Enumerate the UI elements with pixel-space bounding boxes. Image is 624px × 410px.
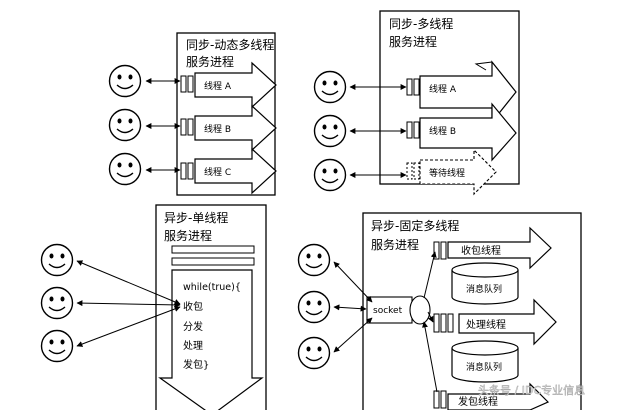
- socket-label: socket: [373, 306, 403, 316]
- socket-bar: [171, 245, 255, 254]
- client-smiley-icon: [297, 290, 331, 324]
- connection-arrow: [76, 300, 181, 308]
- panel-subtitle: 服务进程: [164, 228, 212, 243]
- queue-cylinder: [451, 348, 519, 383]
- socket-port: [180, 75, 187, 93]
- connection-arrow: [76, 260, 181, 305]
- return-arrow: [474, 61, 493, 71]
- panel-title: 同步-动态多线程: [186, 37, 274, 52]
- panel-subtitle: 服务进程: [186, 54, 234, 69]
- thread-label: 线程 A: [204, 80, 232, 92]
- client-smiley-icon: [297, 243, 331, 277]
- panel-sync-multi: 同步-多线程 服务进程 线程 A 线程 B 等待线程: [313, 10, 520, 196]
- code-line: 分发: [183, 320, 203, 333]
- panel-subtitle: 服务进程: [389, 34, 437, 49]
- send-thread: 发包线程: [433, 382, 550, 410]
- message-queue-2: 消息队列: [451, 340, 519, 383]
- queue-cylinder-top: [451, 340, 519, 356]
- socket-port: [406, 121, 413, 139]
- thread-arrow-shape: [447, 382, 550, 410]
- socket-port: [440, 313, 447, 333]
- thread-label: 线程 B: [204, 123, 231, 135]
- panel-sync-dynamic: 同步-动态多线程 服务进程 线程 A 线程 B 线程 C: [108, 32, 277, 196]
- thread-c: 线程 C: [180, 147, 277, 195]
- thread-arrow-shape: [194, 147, 277, 195]
- thread-label: 收包线程: [461, 244, 501, 257]
- client-smiley-icon: [108, 108, 142, 142]
- connection-arrow: [76, 306, 181, 347]
- socket-port: [180, 118, 187, 136]
- thread-arrow-shape: [419, 102, 517, 162]
- panel-title: 异步-单线程: [164, 210, 228, 225]
- dispatch-arrow: [423, 251, 437, 299]
- client-smiley-icon: [40, 286, 74, 320]
- thread-arrow-shape: [419, 148, 497, 196]
- queue-cylinder: [451, 270, 519, 305]
- thread-arrow-shape: [194, 61, 277, 109]
- code-line: while(true){: [183, 282, 241, 293]
- process-thread: 处理线程: [433, 298, 557, 346]
- client-smiley-icon: [40, 243, 74, 277]
- client-smiley-icon: [313, 114, 347, 148]
- connection-arrow: [333, 317, 373, 353]
- socket-port: [440, 241, 447, 260]
- client-smiley-icon: [313, 158, 347, 192]
- code-line: 处理: [183, 340, 203, 352]
- thread-label: 发包线程: [458, 395, 498, 408]
- thread-arrow-shape: [458, 298, 557, 346]
- connection-arrow: [333, 304, 367, 312]
- socket-port: [433, 241, 440, 260]
- socket-port: [406, 162, 413, 180]
- watermark: 头条号 / IDC专业信息: [478, 383, 585, 397]
- socket-port: [413, 78, 420, 96]
- socket-bar: [171, 257, 255, 266]
- client-smiley-icon: [313, 70, 347, 104]
- panel-title: 异步-固定多线程: [371, 218, 459, 233]
- socket-port: [413, 121, 420, 139]
- thread-a: 线程 A: [180, 61, 277, 109]
- client-smiley-icon: [108, 152, 142, 186]
- socket-port: [433, 313, 440, 333]
- dispatch-arrow: [422, 321, 438, 393]
- thread-label: 等待线程: [429, 167, 465, 179]
- event-loop-arrow: [158, 269, 264, 410]
- socket-port: [187, 118, 194, 136]
- code-line: 收包: [183, 300, 203, 313]
- thread-b: 线程 B: [406, 102, 517, 162]
- thread-label: 线程 B: [429, 125, 456, 137]
- socket-port: [180, 162, 187, 180]
- thread-label: 处理线程: [466, 318, 506, 331]
- panel-async-fixed: 异步-固定多线程 服务进程 收包线程 消息队列 处理线程 消息队列: [297, 212, 582, 410]
- thread-arrow-shape: [447, 226, 552, 270]
- queue-label: 消息队列: [466, 361, 502, 373]
- panel-subtitle: 服务进程: [371, 237, 419, 252]
- message-queue-1: 消息队列: [451, 262, 519, 305]
- connection-arrow: [333, 261, 373, 303]
- queue-cylinder-top: [451, 262, 519, 278]
- panel-title: 同步-多线程: [389, 16, 453, 31]
- socket-port: [406, 78, 413, 96]
- thread-waiting: 等待线程: [406, 148, 497, 196]
- socket-port: [447, 313, 454, 333]
- thread-b: 线程 B: [180, 104, 277, 152]
- client-smiley-icon: [40, 329, 74, 363]
- recv-thread: 收包线程: [433, 226, 552, 270]
- socket-port: [187, 75, 194, 93]
- socket-port: [413, 162, 420, 180]
- dispatch-arrow: [427, 311, 434, 323]
- socket-box: [366, 296, 413, 324]
- thread-label: 线程 C: [204, 166, 231, 178]
- socket-port: [187, 162, 194, 180]
- client-smiley-icon: [108, 64, 142, 98]
- socket-port: [433, 390, 440, 409]
- thread-arrow-shape: [194, 104, 277, 152]
- socket-port: [440, 390, 447, 409]
- panel-async-single: 异步-单线程 服务进程 while(true){ 收包 分发 处理 发包}: [40, 204, 267, 410]
- socket-selector-circle: [409, 295, 431, 325]
- client-smiley-icon: [297, 336, 331, 370]
- thread-label: 线程 A: [429, 83, 457, 95]
- code-line: 发包}: [183, 358, 209, 371]
- queue-label: 消息队列: [466, 283, 502, 295]
